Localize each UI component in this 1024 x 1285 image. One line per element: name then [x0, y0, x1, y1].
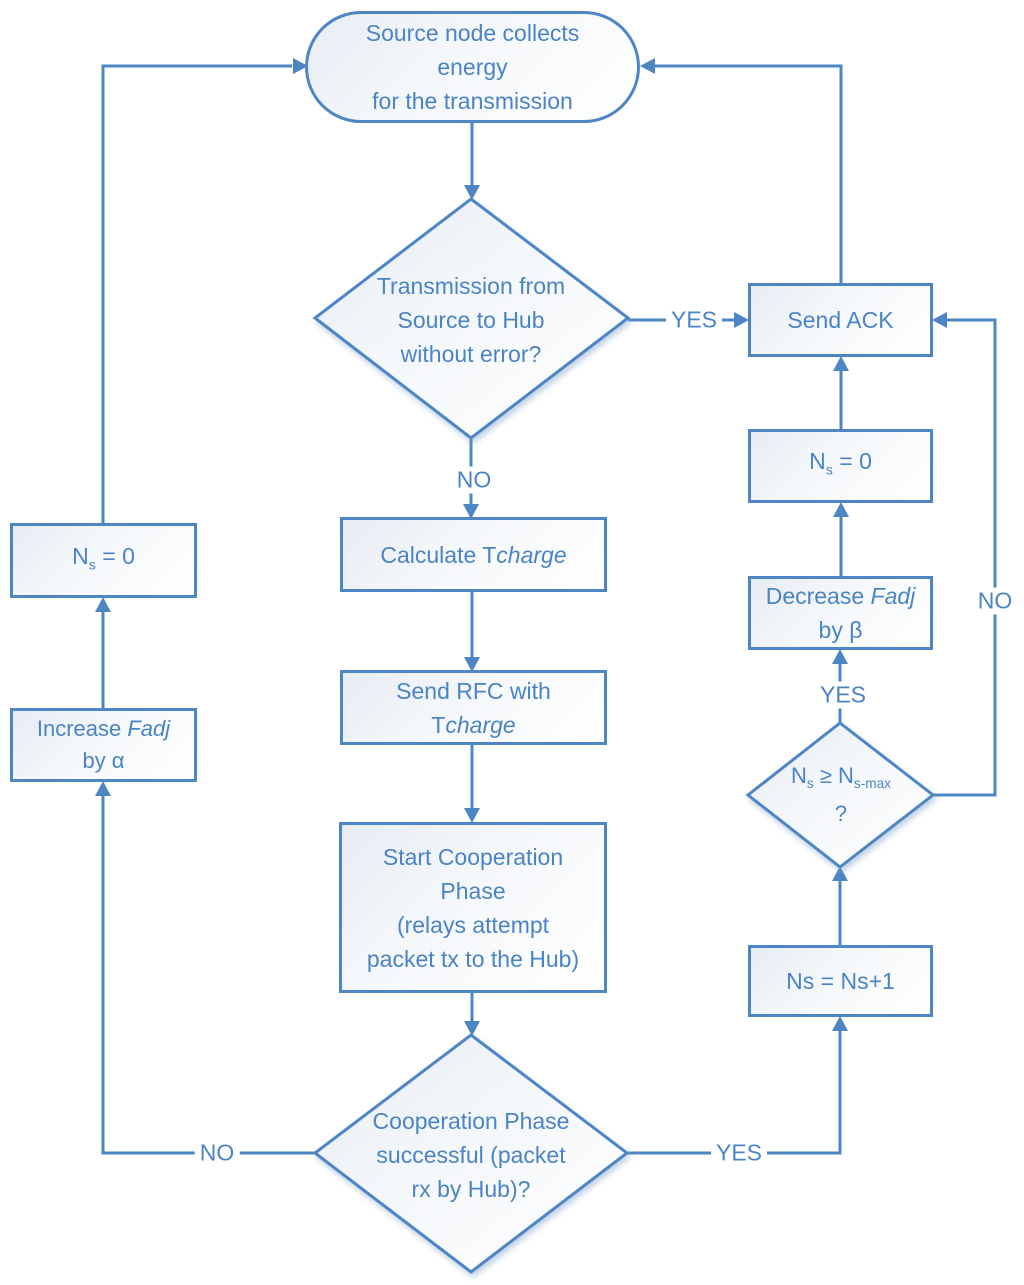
node-decision-transmission: Transmission from Source to Hub without …	[376, 273, 566, 367]
node-send-rfc: Send RFC with Tcharge	[340, 670, 607, 745]
node-start: Source node collects energy for the tran…	[305, 11, 640, 123]
edge-label-ns-max-yes: YES	[814, 681, 872, 709]
edge-label-ns-max-no: NO	[972, 587, 1018, 615]
decision-ns-max-shape	[745, 721, 936, 869]
node-start-line1: Source node collects	[365, 20, 580, 46]
edge-label-cooperation-yes: YES	[710, 1139, 768, 1167]
decision-cooperation-shape	[312, 1033, 630, 1274]
node-start-line2: energy	[437, 54, 508, 80]
node-ns-increment: Ns = Ns+1	[748, 945, 933, 1017]
node-start-cooperation: Start Cooperation Phase (relays attempt …	[339, 822, 607, 993]
edge-label-transmission-yes: YES	[665, 306, 723, 334]
node-decrease-fadj: Decrease Fadj by β	[748, 576, 933, 650]
node-send-ack: Send ACK	[748, 283, 933, 357]
decision-transmission-shape	[312, 197, 631, 440]
edge-label-transmission-no: NO	[451, 466, 497, 494]
send-ack-label: Send ACK	[787, 307, 894, 333]
node-ns-reset-left: Ns = 0	[10, 523, 197, 598]
node-increase-fadj: Increase Fadj by α	[10, 708, 197, 782]
node-decision-cooperation: Cooperation Phase successful (packet rx …	[372, 1108, 570, 1202]
node-calculate-tcharge: Calculate Tcharge	[340, 517, 607, 592]
arrowheads	[95, 58, 947, 1036]
node-decision-ns-max: Ns ≥ Ns-max ?	[791, 763, 891, 826]
edge-label-cooperation-no: NO	[194, 1139, 240, 1167]
node-ns-reset-right: Ns = 0	[748, 429, 933, 503]
node-start-line3: for the transmission	[372, 88, 573, 114]
ns-increment-label: Ns = Ns+1	[786, 968, 895, 994]
